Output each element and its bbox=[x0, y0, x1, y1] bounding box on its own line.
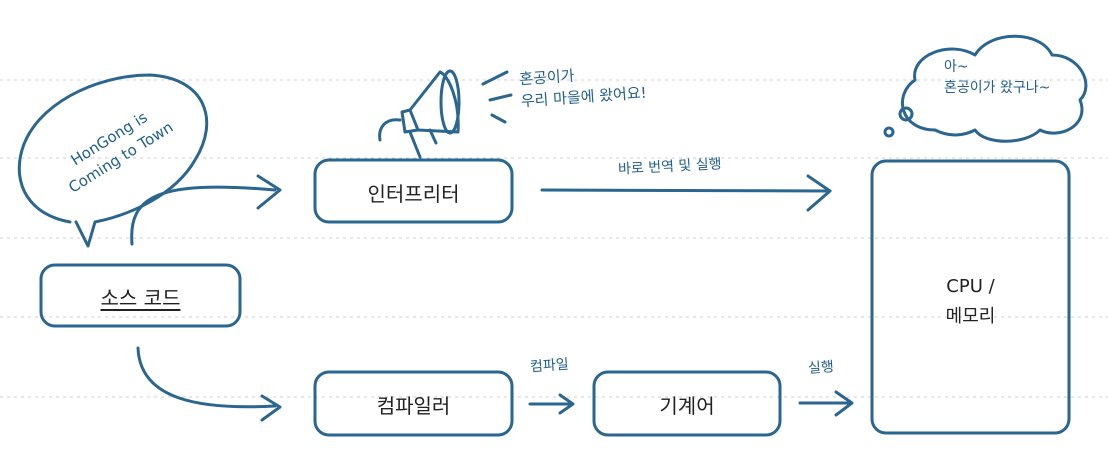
arrow-source-to-interpreter bbox=[130, 185, 277, 246]
guide-lines bbox=[0, 79, 1108, 398]
arrow-source-to-compiler bbox=[136, 346, 277, 409]
interpreter-box bbox=[313, 158, 514, 224]
thought-note: 아~ 혼공이가 왔구나~ bbox=[944, 57, 1050, 99]
execute-arrow-label: 실행 bbox=[807, 359, 835, 377]
speech-bubble-icon bbox=[17, 73, 209, 248]
interpreter-label: 인터프리터 bbox=[367, 182, 460, 206]
cpu-label-line2: 메모리 bbox=[945, 306, 996, 327]
machine-code-box bbox=[592, 370, 782, 437]
compile-arrow-label: 컴파일 bbox=[529, 356, 570, 376]
voice-lines-icon bbox=[481, 70, 513, 124]
cpu-memory-box bbox=[870, 159, 1071, 435]
megaphone-icon bbox=[378, 69, 461, 159]
compiler-label: 컴파일러 bbox=[376, 394, 451, 418]
thought-note-line2: 혼공이가 왔구나~ bbox=[944, 80, 1051, 96]
cpu-label-line1: CPU / bbox=[946, 276, 995, 297]
compiler-box bbox=[313, 370, 514, 437]
thought-dot-large bbox=[898, 106, 914, 122]
cpu-memory-label: CPU / 메모리 bbox=[872, 272, 1069, 332]
thought-dot-small bbox=[883, 126, 895, 138]
source-code-label: 소스 코드 bbox=[100, 286, 181, 310]
thought-bubble-icon bbox=[900, 34, 1088, 143]
thought-note-line1: 아~ bbox=[944, 59, 969, 75]
source-code-box bbox=[39, 263, 242, 328]
arrow-interpreter-to-cpu bbox=[540, 188, 832, 193]
megaphone-note: 혼공이가 우리 마을에 왔어요! bbox=[519, 60, 648, 113]
machine-code-label: 기계어 bbox=[659, 394, 715, 418]
